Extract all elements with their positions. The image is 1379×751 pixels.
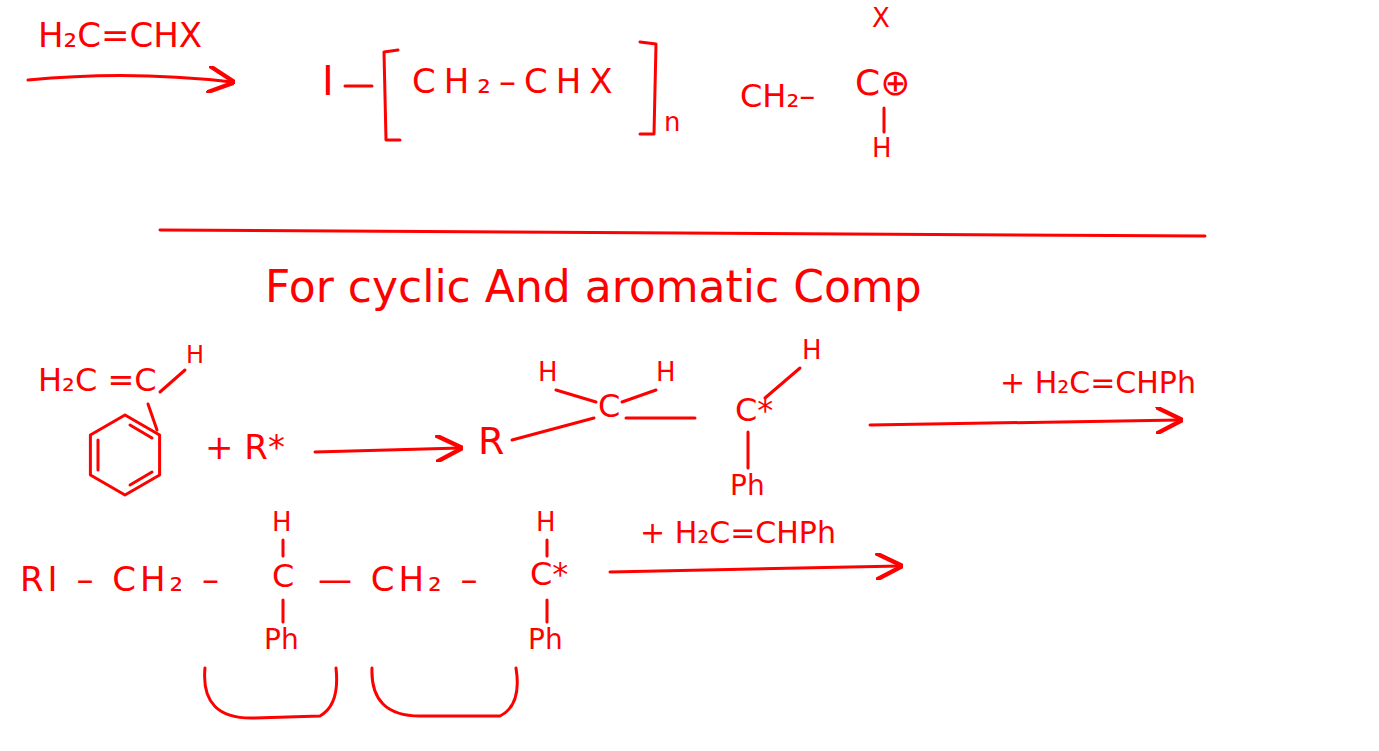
bond-line [883,108,886,132]
reaction-arrow [315,448,460,452]
atom-label: H [186,341,204,369]
atom-label: H [538,357,558,387]
chain-fragment: — CH₂ – [318,559,482,599]
radical-reagent-box: + R* [205,428,285,467]
styrene-formula-box: H₂C =C [38,362,157,399]
atom-label-box: H [656,358,676,388]
bond-line [160,370,185,392]
section-heading: For cyclic And aromatic Comp [265,261,922,312]
atom-label: C [272,557,294,595]
bond-line [626,417,695,420]
atom-label-box: H [186,342,204,370]
atom-label: H [656,357,676,387]
atom-label: C [598,387,620,425]
added-monomer-box: + H₂C=CHPh [640,516,836,551]
substituent-box: X [872,4,890,34]
substituent: X [872,3,890,33]
bond-line [345,85,372,88]
repeat-unit-box: CH₂–CHX [412,62,621,101]
cation-center-box: C⊕ [855,62,910,103]
phenyl-group: Ph [730,469,765,502]
bond-line [546,600,549,622]
atom-label: H [872,133,892,163]
phenyl-group: Ph [528,623,563,656]
bond-line [747,432,750,468]
double-bond [97,440,100,470]
chain-fragment-box: — CH₂ – [318,560,482,599]
bond-line [512,418,594,440]
atom-label-box: C [598,388,620,425]
chain-fragment: CH₂– [740,77,815,115]
separator-line [160,230,1205,236]
bond-line [282,600,285,622]
benzene-ring [90,415,159,495]
double-bond [130,472,152,485]
added-monomer: + H₂C=CHPh [640,515,836,550]
atom-label-box: H [538,358,558,388]
chain-fragment-box: RI – CH₂ – [20,560,223,599]
section-heading-box: For cyclic And aromatic Comp [265,262,922,313]
styrene-formula: H₂C =C [38,361,157,399]
bond-line [546,540,549,556]
added-monomer: + H₂C=CHPh [1000,365,1196,400]
radical-reagent: + R* [205,427,285,467]
repeat-unit: CH₂–CHX [412,61,621,101]
phenyl-group-box: Ph [528,624,563,656]
atom-label: R [478,419,504,463]
repeat-unit-bracket [372,668,517,716]
atom-label-box: H [272,508,292,538]
phenyl-group: Ph [264,623,299,656]
bond-line [282,540,285,556]
reaction-arrow [610,566,900,572]
reaction-arrow [28,75,232,82]
chain-fragment-box: CH₂– [740,78,815,115]
phenyl-group-box: Ph [264,624,299,656]
subscript-n: n [664,107,680,137]
atom-label-box: C [272,558,294,595]
atom-label-box: R [478,420,504,464]
added-monomer-box: + H₂C=CHPh [1000,366,1196,401]
atom-label: H [802,335,822,365]
monomer-formula: H₂C=CHX [38,15,202,55]
atom-label: H [272,507,292,537]
chain-fragment: RI – CH₂ – [20,559,223,599]
close-bracket [640,42,656,134]
atom-label-box: H [536,508,556,538]
bond-line [556,390,596,402]
cation-center: C⊕ [855,62,910,103]
reaction-arrow [870,420,1180,425]
radical-center: C* [530,555,568,593]
initiator-symbol: I [322,58,334,104]
radical-center-box: C* [530,556,568,593]
open-bracket [384,50,400,140]
phenyl-group-box: Ph [730,470,765,502]
radical-center: C* [735,391,773,429]
monomer-formula-box: H₂C=CHX [38,16,202,55]
repeat-unit-bracket [205,668,337,718]
bond-line [148,404,157,430]
subscript-n-box: n [664,108,680,138]
initiator-symbol-box: I [322,58,334,104]
bond-line [622,390,656,402]
atom-label-box: H [802,336,822,366]
atom-label-box: H [872,134,892,164]
atom-label: H [536,507,556,537]
double-bond [130,425,152,438]
radical-center-box: C* [735,392,773,429]
